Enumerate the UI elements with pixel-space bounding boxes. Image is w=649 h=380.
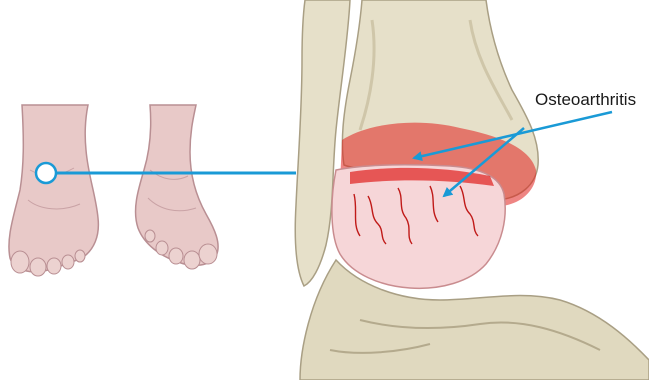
ankle-joint-illustration-icon — [295, 0, 649, 380]
right-foot-icon — [136, 105, 219, 269]
left-foot-icon — [9, 105, 98, 276]
feet-illustration-icon — [9, 105, 218, 276]
calcaneus-bone — [300, 260, 649, 380]
pointer-marker — [36, 163, 56, 183]
osteoarthritis-label: Osteoarthritis — [535, 90, 636, 109]
